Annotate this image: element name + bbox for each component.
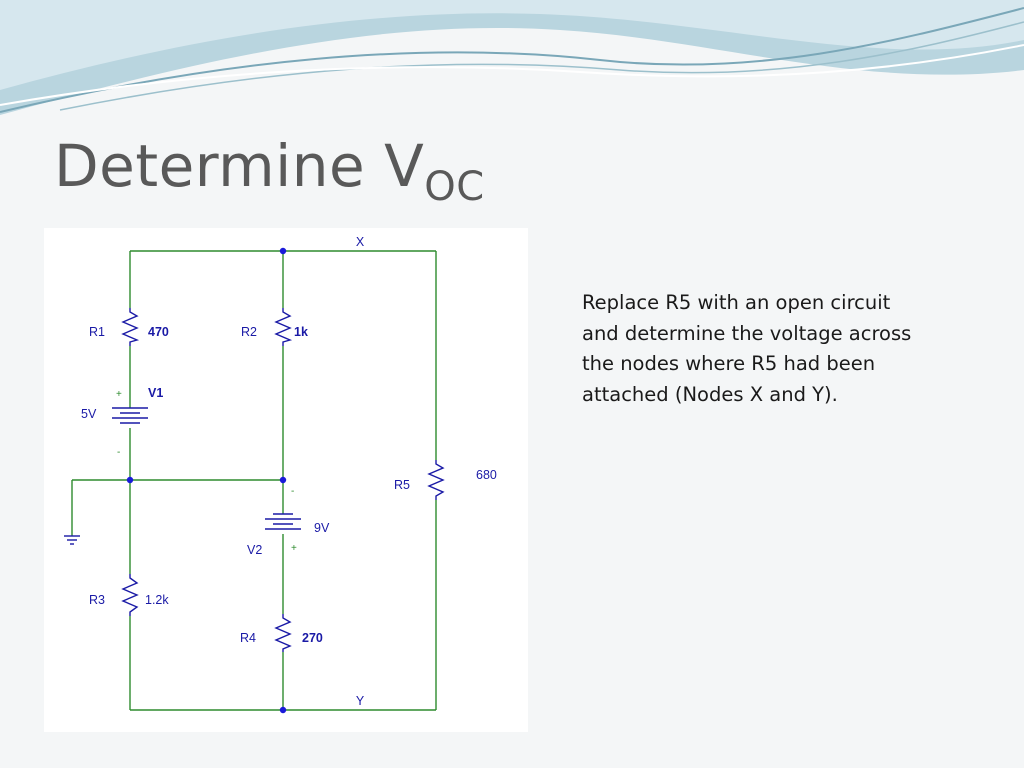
r2-value-label: 1k [294,325,308,339]
node-x-label: X [356,235,365,249]
v2-minus-mark: - [291,486,294,497]
r5-name-label: R5 [394,478,410,492]
polarity-marks: + - - + [116,389,297,554]
r1-value-label: 470 [148,325,169,339]
circuit-labels: X Y R1 470 R2 1k V1 5V R5 680 9V V2 R3 1… [81,235,497,708]
r4-value-label: 270 [302,631,323,645]
circuit-nodes [126,247,287,714]
wave-line-1 [0,7,1024,113]
r1-name-label: R1 [89,325,105,339]
v2-plus-mark: + [291,543,297,554]
v2-value-label: 9V [314,521,330,535]
node-left-mid-dot [126,476,134,484]
circuit-panel: X Y R1 470 R2 1k V1 5V R5 680 9V V2 R3 1… [44,228,528,732]
r1-resistor [121,308,140,346]
header-wave-decoration [0,0,1024,115]
v1-value-label: 5V [81,407,97,421]
node-y-label: Y [356,694,365,708]
r2-resistor [274,308,293,346]
v1-battery [112,407,148,424]
v1-plus-mark: + [116,389,122,400]
node-y-dot [279,706,287,714]
instruction-text: Replace R5 with an open circuit and dete… [582,291,912,406]
slide-title-subscript: OC [424,164,485,210]
r3-resistor [121,574,139,616]
r4-name-label: R4 [240,631,256,645]
slide-title: Determine VOC [54,132,485,210]
circuit-components [64,308,445,652]
v2-battery [265,513,301,530]
circuit-diagram: X Y R1 470 R2 1k V1 5V R5 680 9V V2 R3 1… [64,235,497,714]
r3-name-label: R3 [89,593,105,607]
ground-symbol [64,535,80,545]
r2-name-label: R2 [241,325,257,339]
r5-value-label: 680 [476,468,497,482]
v2-name-label: V2 [247,543,262,557]
v1-name-label: V1 [148,386,163,400]
v1-minus-mark: - [117,447,120,458]
r3-value-label: 1.2k [145,593,169,607]
node-center-mid-dot [279,476,287,484]
r4-resistor [274,614,292,652]
wave-line-3 [0,44,1024,106]
wave-band-mid [0,0,1024,90]
node-x-dot [279,247,287,255]
wave-line-2 [59,21,1024,111]
slide-title-main: Determine V [54,132,425,200]
r5-resistor [427,460,445,500]
